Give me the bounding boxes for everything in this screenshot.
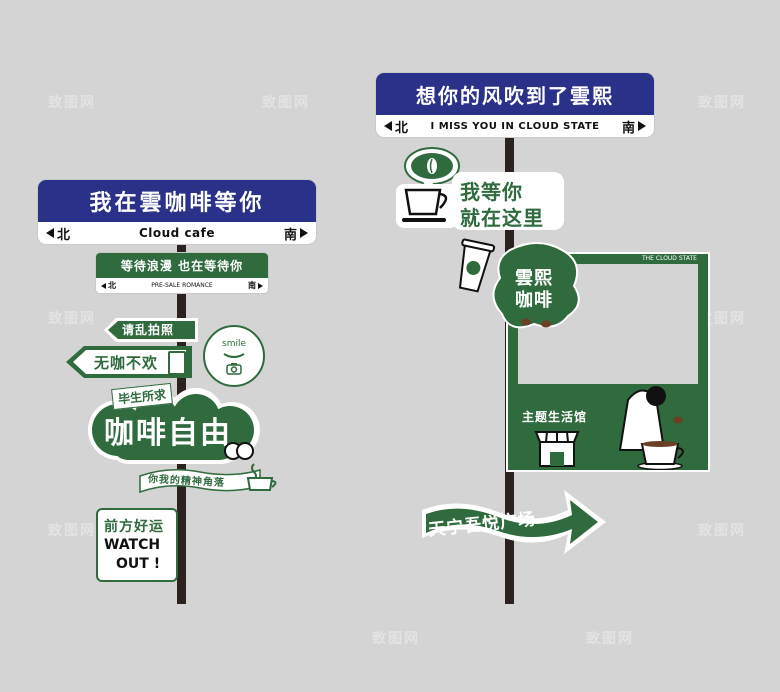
eyes-icon	[224, 442, 254, 460]
street-sign-subtitle: I MISS YOU IN CLOUD STATE	[430, 120, 600, 132]
watermark: 致图网	[262, 95, 310, 111]
splash-title-2: 咖啡	[515, 290, 553, 311]
watermark: 致图网	[698, 523, 746, 539]
camera-icon	[226, 363, 242, 375]
board-english-2: OUT !	[116, 556, 161, 572]
watermark: 致图网	[48, 311, 96, 327]
smile-mouth-icon	[223, 353, 245, 358]
shop-icon	[534, 431, 580, 467]
watermark: 致图网	[48, 95, 96, 111]
small-sign-title: 等待浪漫 也在等待你	[96, 253, 268, 278]
arrow-left-icon	[101, 282, 106, 289]
arrow-sign-photo-label: 请乱拍照	[122, 323, 175, 337]
street-sign-title: 我在雲咖啡等你	[38, 180, 316, 222]
banner-big-title: 咖啡自由	[104, 416, 232, 451]
takeaway-cup-icon	[458, 238, 496, 293]
speech-bubble	[404, 147, 460, 190]
left-small-street-sign: 等待浪漫 也在等待你 北 PRE-SALE ROMANCE 南	[96, 253, 268, 293]
watermark: 致图网	[48, 523, 96, 539]
watch-out-board	[96, 508, 178, 582]
arrow-right-icon	[257, 282, 263, 289]
smile-label: smile	[222, 339, 246, 349]
direction-arrow	[422, 490, 606, 554]
coffee-freedom-cloud	[88, 388, 260, 464]
arrow-left-icon	[384, 121, 392, 131]
south-label: 南	[621, 120, 635, 136]
board-chinese: 前方好运	[104, 519, 164, 535]
cup-text-line1: 我等你	[460, 180, 523, 204]
arrow-right-icon	[638, 121, 646, 131]
watermark: 致图网	[372, 631, 420, 647]
arrow-sign-coffee-label: 无咖不欢	[94, 354, 159, 372]
arrow-sign-photo	[104, 318, 198, 342]
street-sign-subtitle: Cloud cafe	[138, 226, 216, 240]
arrow-right-icon	[299, 228, 308, 238]
coffee-cup-icon	[637, 441, 684, 470]
arrow-sign-coffee	[66, 346, 192, 378]
coffee-cup-icon	[168, 351, 186, 375]
shop-label: 主题生活馆	[522, 410, 588, 424]
north-label: 北	[395, 120, 409, 136]
arrow-left-icon	[46, 228, 54, 238]
watermark: 致图网	[586, 631, 634, 647]
south-label: 南	[283, 227, 297, 243]
north-label: 北	[108, 281, 116, 290]
board-english-1: WATCH	[104, 537, 161, 553]
small-sign-subtitle: PRE-SALE ROMANCE	[151, 282, 213, 289]
south-label: 南	[247, 281, 256, 290]
left-main-street-sign: 我在雲咖啡等你 北 Cloud cafe 南	[38, 180, 316, 244]
brand-splash	[492, 242, 580, 329]
street-sign-title: 想你的风吹到了雲熙	[376, 73, 654, 115]
north-label: 北	[57, 227, 71, 243]
watermark: 致图网	[698, 95, 746, 111]
cup-text-bg	[452, 172, 564, 230]
frame-title: THE CLOUD STATE	[642, 255, 697, 262]
cup-text-line2: 就在这里	[460, 206, 544, 230]
splash-title-1: 雲熙	[515, 268, 553, 289]
coffee-cup-icon	[246, 463, 277, 491]
right-main-street-sign: 想你的风吹到了雲熙 北 I MISS YOU IN CLOUD STATE 南	[376, 73, 654, 137]
coffee-cup-icon	[396, 184, 458, 228]
